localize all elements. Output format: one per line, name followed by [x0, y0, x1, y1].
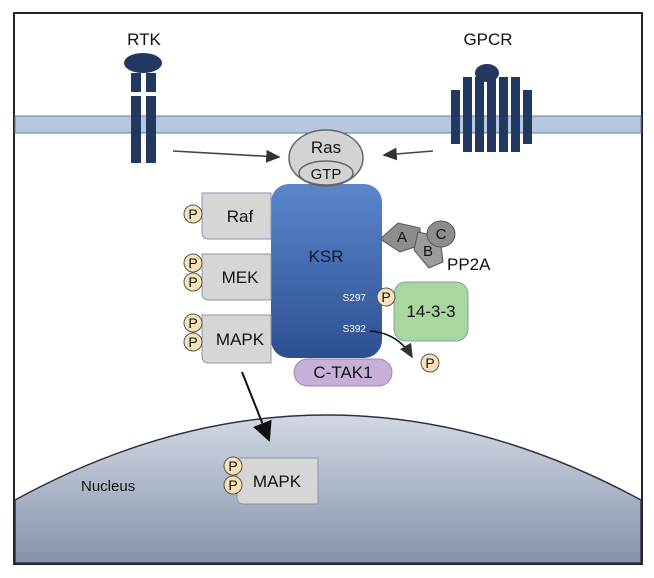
ras-label: Ras — [311, 138, 341, 157]
svg-text:P: P — [188, 274, 197, 290]
raf-label: Raf — [227, 207, 254, 226]
ksr-label: KSR — [309, 247, 344, 266]
svg-text:P: P — [188, 255, 197, 271]
ksr-scaffold — [271, 184, 382, 358]
pp2a-subunit-b: B — [423, 243, 433, 260]
nucleus — [14, 414, 642, 564]
rtk-label: RTK — [127, 30, 161, 49]
svg-text:P: P — [381, 289, 390, 305]
s297-phospho: P — [376, 287, 396, 307]
free-phosphate: P — [420, 353, 440, 373]
nuclear-mapk-phospho-1: P — [223, 456, 243, 476]
pp2a-label: PP2A — [447, 255, 491, 274]
gpcr-receptor — [451, 64, 532, 152]
gtp-label: GTP — [311, 166, 342, 183]
pp2a-subunit-c: C — [436, 226, 447, 243]
svg-text:P: P — [188, 334, 197, 350]
pp2a-complex — [379, 220, 456, 269]
raf-kinase — [201, 192, 272, 240]
raf-phospho: P — [183, 204, 203, 224]
rtk-to-ras-arrow — [172, 149, 281, 163]
svg-text:P: P — [228, 458, 237, 474]
gpcr-to-ras-arrow — [382, 147, 434, 161]
nuclear-mapk — [236, 457, 319, 505]
mapk-translocation-arrow — [241, 371, 272, 442]
mapk-phospho-2: P — [183, 332, 203, 352]
s392-release-arrow — [369, 330, 413, 359]
svg-text:P: P — [228, 477, 237, 493]
nuclear-mapk-label: MAPK — [253, 472, 302, 491]
ctak1 — [293, 358, 393, 387]
svg-text:P: P — [188, 206, 197, 222]
mek-kinase — [201, 253, 272, 301]
gpcr-label: GPCR — [463, 30, 512, 49]
mek-phospho-2: P — [183, 272, 203, 292]
mapk-kinase — [201, 314, 272, 364]
rtk-receptor — [124, 53, 162, 163]
mapk-phospho-1: P — [183, 313, 203, 333]
nuclear-mapk-phospho-2: P — [223, 475, 243, 495]
s297-label: S297 — [343, 293, 367, 304]
mek-label: MEK — [222, 268, 260, 287]
pp2a-subunit-a: A — [397, 229, 407, 246]
ctak1-label: C-TAK1 — [313, 363, 372, 382]
svg-text:P: P — [425, 355, 434, 371]
svg-text:P: P — [188, 315, 197, 331]
mapk-label: MAPK — [216, 330, 265, 349]
nucleus-label: Nucleus — [81, 478, 135, 495]
adapter-14-3-3 — [393, 281, 469, 342]
s392-label: S392 — [343, 324, 367, 335]
ras-protein — [288, 129, 364, 187]
adapter-label: 14-3-3 — [406, 302, 455, 321]
mek-phospho-1: P — [183, 253, 203, 273]
